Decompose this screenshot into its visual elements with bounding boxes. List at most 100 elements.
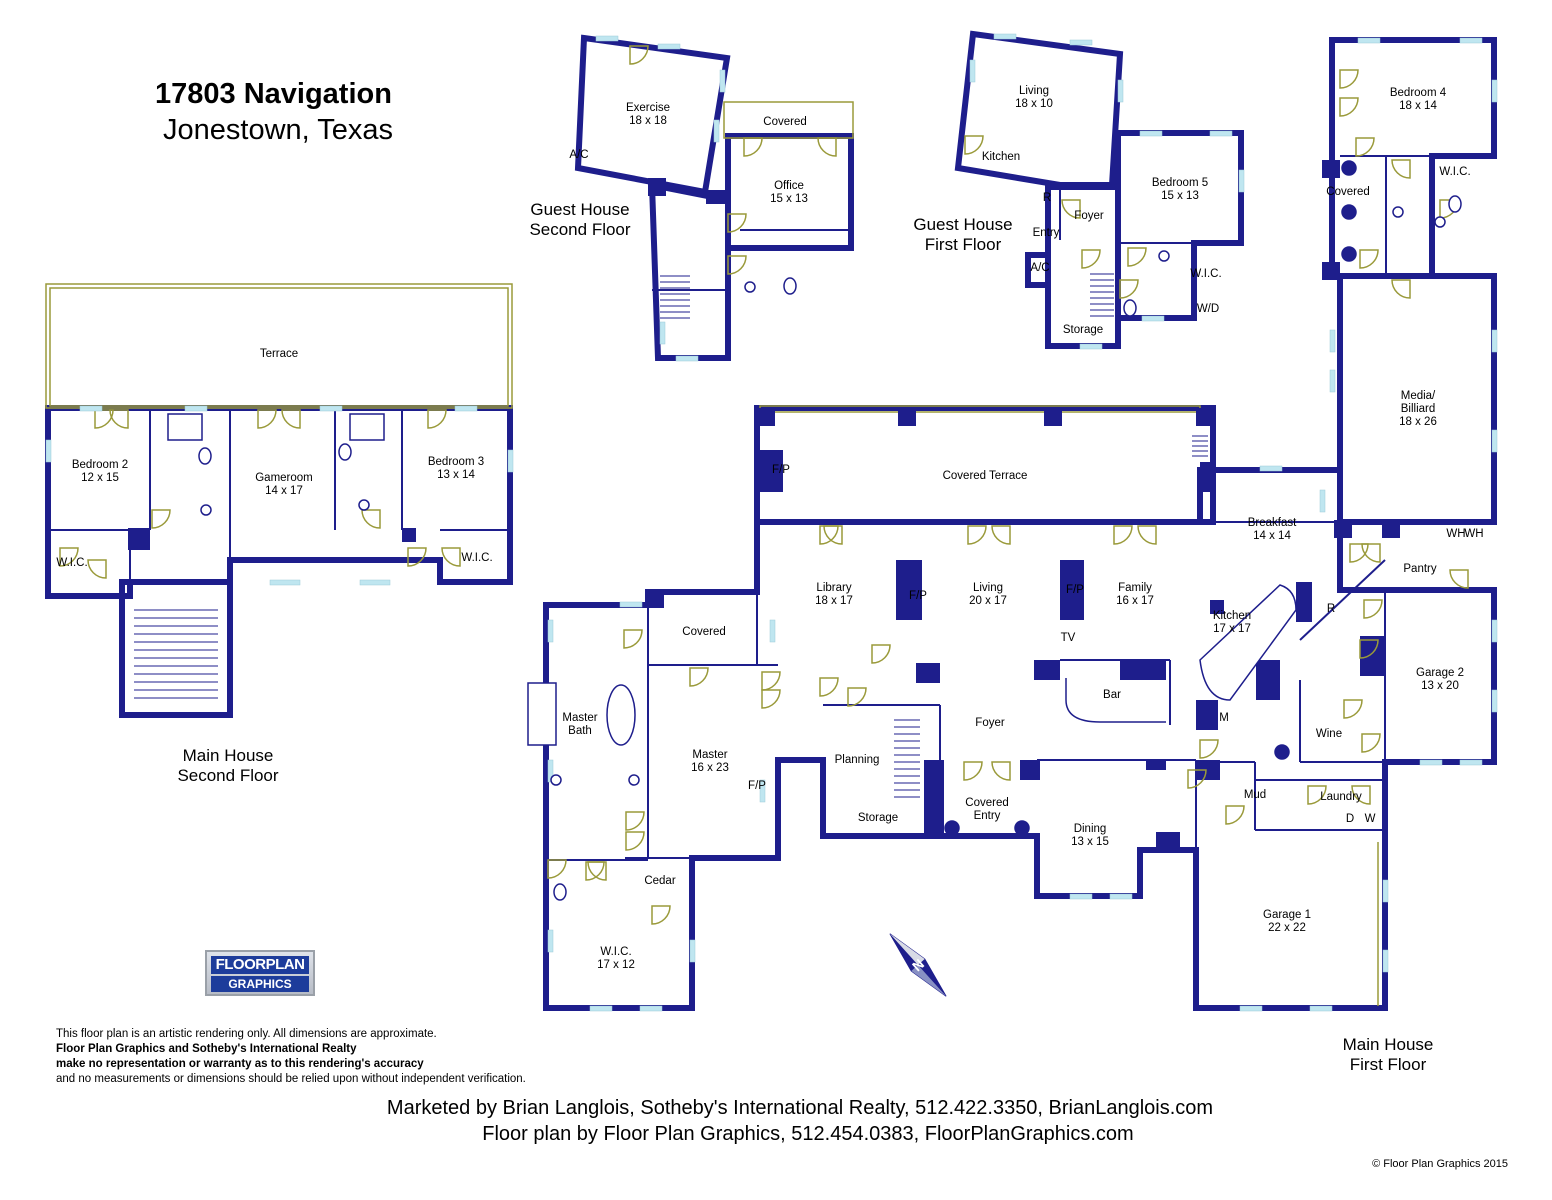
room-name: Bedroom 3 [428,456,484,468]
room-name: Covered [763,116,806,128]
room-name: F/P [772,464,790,476]
room-name: TV [1061,632,1076,644]
door-swing [151,509,171,529]
wall-column [757,408,775,426]
room-name: Master [692,749,727,761]
room-name: Billiard [1401,403,1436,415]
room-dimensions: 13 x 20 [1421,680,1459,692]
room-dimensions: 12 x 15 [81,472,119,484]
wall-outline [1115,130,1244,321]
room-label-ac-gh2: A/C [569,149,588,161]
room-name: Living [1019,85,1049,97]
room-label-storage-main: Storage [858,812,898,824]
wall-column [1382,520,1400,538]
room-label-covered-b4: Covered [1326,186,1369,198]
window [1491,619,1498,643]
window [713,119,720,143]
door-swing [361,509,381,529]
door-swing [743,137,763,157]
room-dimensions: 18 x 18 [629,115,667,127]
room-name: W.I.C. [600,946,631,958]
window [1491,429,1498,453]
door-swing [407,547,427,567]
door-swing [1343,699,1363,719]
door-swing [651,905,671,925]
room-name: Exercise [626,102,670,114]
disclaimer-line1: This floor plan is an artistic rendering… [56,1028,437,1040]
wall-column [1296,582,1312,622]
room-name: Master [562,712,597,724]
disclaimer-line4: and no measurements or dimensions should… [56,1073,526,1085]
room-name: A/C [1030,262,1049,274]
wall-column [1196,408,1214,426]
room-name: Planning [835,754,880,766]
door-swing [823,525,843,545]
room-dimensions: 20 x 17 [969,595,1007,607]
toilet [783,277,797,295]
door-swing [281,409,301,429]
window [659,321,666,345]
property-title: 17803 Navigation [155,78,392,110]
window [184,405,208,412]
door-swing [1339,97,1359,117]
window [657,43,681,50]
room-label-r-gh: R [1043,192,1051,204]
label-main-first: Main House First Floor [1342,1035,1434,1074]
wall-column [1360,636,1384,676]
sink [358,499,370,511]
window [675,355,699,362]
room-label-fp-living: F/P [909,590,927,602]
room-label-planning: Planning [835,754,880,766]
wall-outline [648,181,731,361]
window [319,405,343,412]
door-swing [587,861,607,881]
window [359,579,391,586]
room-name: Bedroom 4 [1390,87,1447,99]
door-swing [629,45,649,65]
room-name: Pantry [1403,563,1436,575]
room-name: W.I.C. [1190,268,1221,280]
door-swing [871,644,891,664]
bathtub-b3 [349,413,385,441]
door-swing [87,559,107,579]
shower [527,682,557,746]
terrace-railing-inner [49,287,509,407]
window [969,59,976,83]
room-dimensions: 13 x 14 [437,469,475,481]
door-swing [1349,543,1369,563]
room-name: Library [816,582,851,594]
door-swing [1137,525,1157,545]
window [1139,130,1163,137]
window [1419,759,1443,766]
room-label-entry-gh: Entry [1033,227,1060,239]
room-label-kitchen-gh: Kitchen [982,151,1020,163]
room-dimensions: 17 x 12 [597,959,635,971]
wall-outline [1337,273,1497,525]
room-name: W/D [1197,303,1219,315]
room-dimensions: 13 x 15 [1071,836,1109,848]
window [547,759,554,783]
room-label-wic-b2: W.I.C. [56,557,87,569]
room-name: Office [774,180,804,192]
compass-rose: N [889,933,947,997]
window [1459,37,1483,44]
door-swing [967,525,987,545]
label-main-second: Main House Second Floor [177,746,279,785]
wall-column [1146,760,1166,770]
window [1382,949,1389,973]
room-label-wine: Wine [1316,728,1342,740]
column-round [1341,160,1357,176]
sink [550,774,562,786]
door-swing [1119,279,1139,299]
room-name: WH [1464,528,1483,540]
wall-column [1322,160,1340,178]
terrace-outline [45,101,1379,1006]
wall-outline [45,405,513,599]
